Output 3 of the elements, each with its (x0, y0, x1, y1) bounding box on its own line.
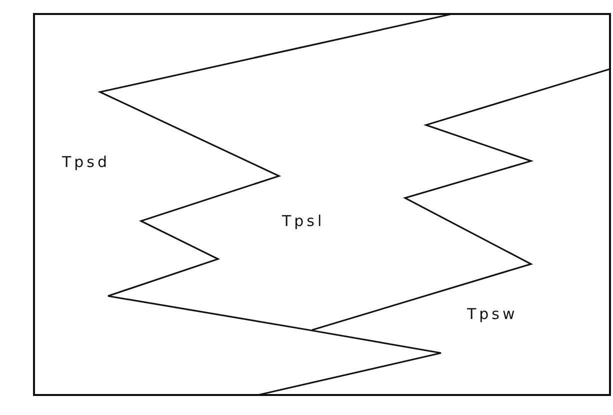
unit-label: Tpsl (282, 214, 325, 229)
unit-label: Tpsw (467, 307, 518, 322)
unit-label: Tpsd (62, 155, 110, 170)
